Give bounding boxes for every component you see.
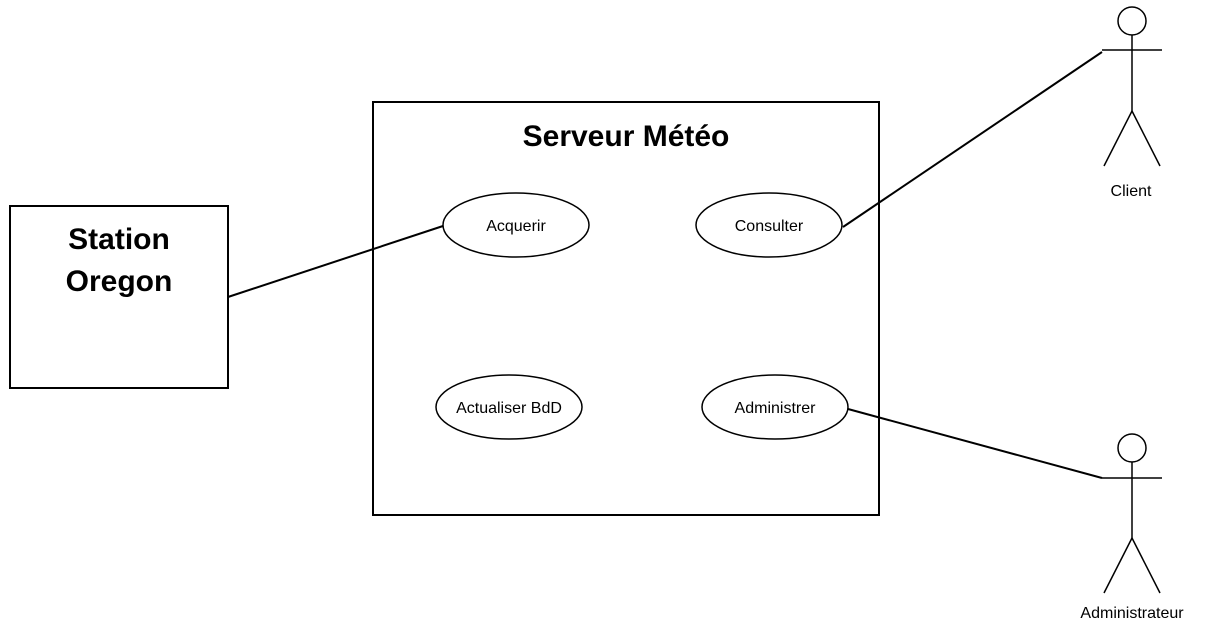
association-station-acquerir (227, 225, 444, 298)
station-label-line2: Oregon (66, 265, 173, 298)
actor-client-label: Client (1111, 183, 1152, 200)
use-case-administrer-label: Administrer (735, 400, 817, 417)
use-case-actualiser-bdd: Actualiser BdD (435, 374, 583, 440)
use-case-consulter: Consulter (695, 192, 843, 258)
station-oregon-box: Station Oregon (9, 205, 229, 389)
use-case-acquerir: Acquerir (442, 192, 590, 258)
association-consulter-client (842, 51, 1103, 228)
system-boundary: Serveur Météo (372, 101, 880, 516)
actor-administrateur: Administrateur (1080, 433, 1184, 622)
use-case-administrer: Administrer (701, 374, 849, 440)
use-case-actualiser-bdd-label: Actualiser BdD (456, 400, 562, 417)
actor-administrateur-label: Administrateur (1080, 605, 1184, 622)
use-case-acquerir-label: Acquerir (486, 218, 546, 235)
association-administrer-administrateur (847, 408, 1103, 479)
stick-figure-icon (1102, 6, 1162, 167)
actor-client: Client (1102, 6, 1162, 200)
use-case-consulter-label: Consulter (735, 218, 804, 235)
station-label-line1: Station (68, 223, 170, 256)
system-title: Serveur Météo (523, 120, 730, 153)
stick-figure-icon (1102, 433, 1162, 594)
